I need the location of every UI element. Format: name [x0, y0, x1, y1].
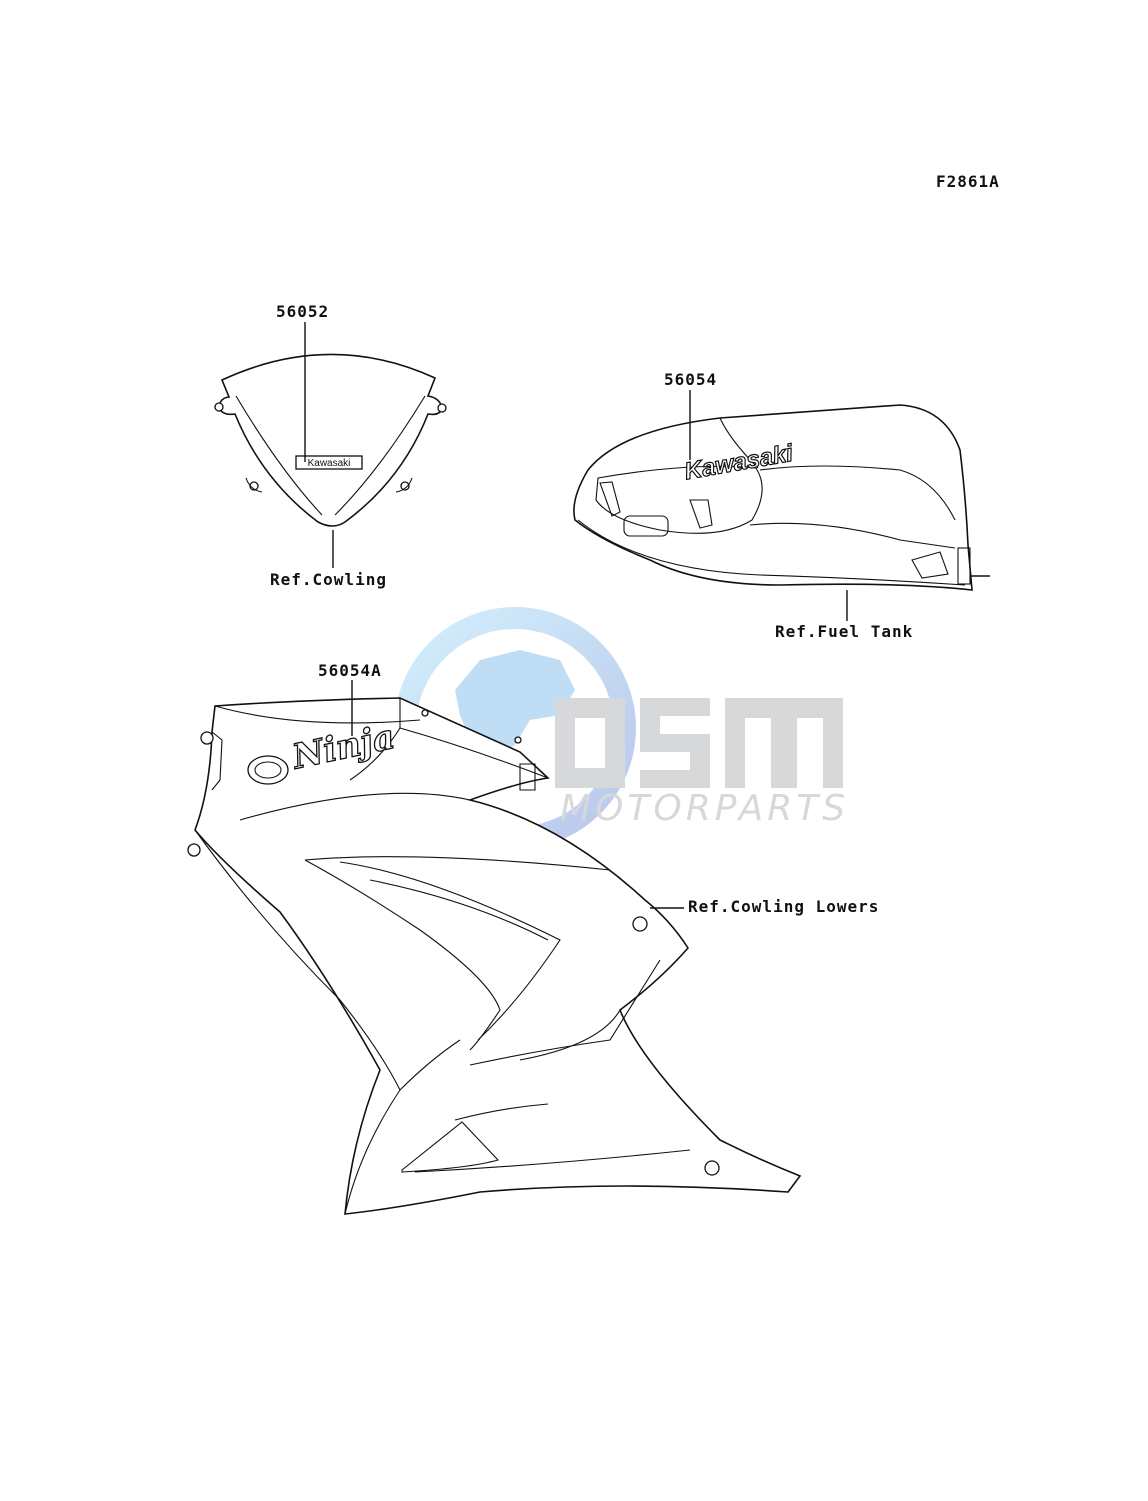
- watermark-tagline: MOTORPARTS: [560, 788, 849, 829]
- ref-cowling-lowers-label: Ref.Cowling Lowers: [688, 897, 879, 916]
- watermark-s-block: [640, 698, 710, 788]
- part-number-56054A: 56054A: [318, 661, 382, 680]
- watermark: MOTORPARTS: [394, 607, 849, 849]
- cowling-lowers-ninja-decal: Ninja: [288, 717, 398, 778]
- watermark-m-block: [725, 698, 843, 788]
- ref-fuel-tank-label: Ref.Fuel Tank: [775, 622, 913, 641]
- watermark-o-block: [555, 698, 625, 788]
- part-number-56052: 56052: [276, 302, 329, 321]
- diagram-code: F2861A: [936, 172, 1000, 191]
- watermark-continent-icon: [455, 650, 575, 760]
- fuel-tank-drawing: Kawasaki: [573, 404, 990, 591]
- part-number-56054: 56054: [664, 370, 717, 389]
- cowling-lowers-drawing: Ninja: [187, 697, 802, 1215]
- cowling-drawing: Kawasaki: [214, 353, 447, 527]
- cowling-kawasaki-decal: [295, 455, 363, 470]
- ref-cowling-label: Ref.Cowling: [270, 570, 387, 589]
- cowling-decal-text: Kawasaki: [308, 458, 351, 469]
